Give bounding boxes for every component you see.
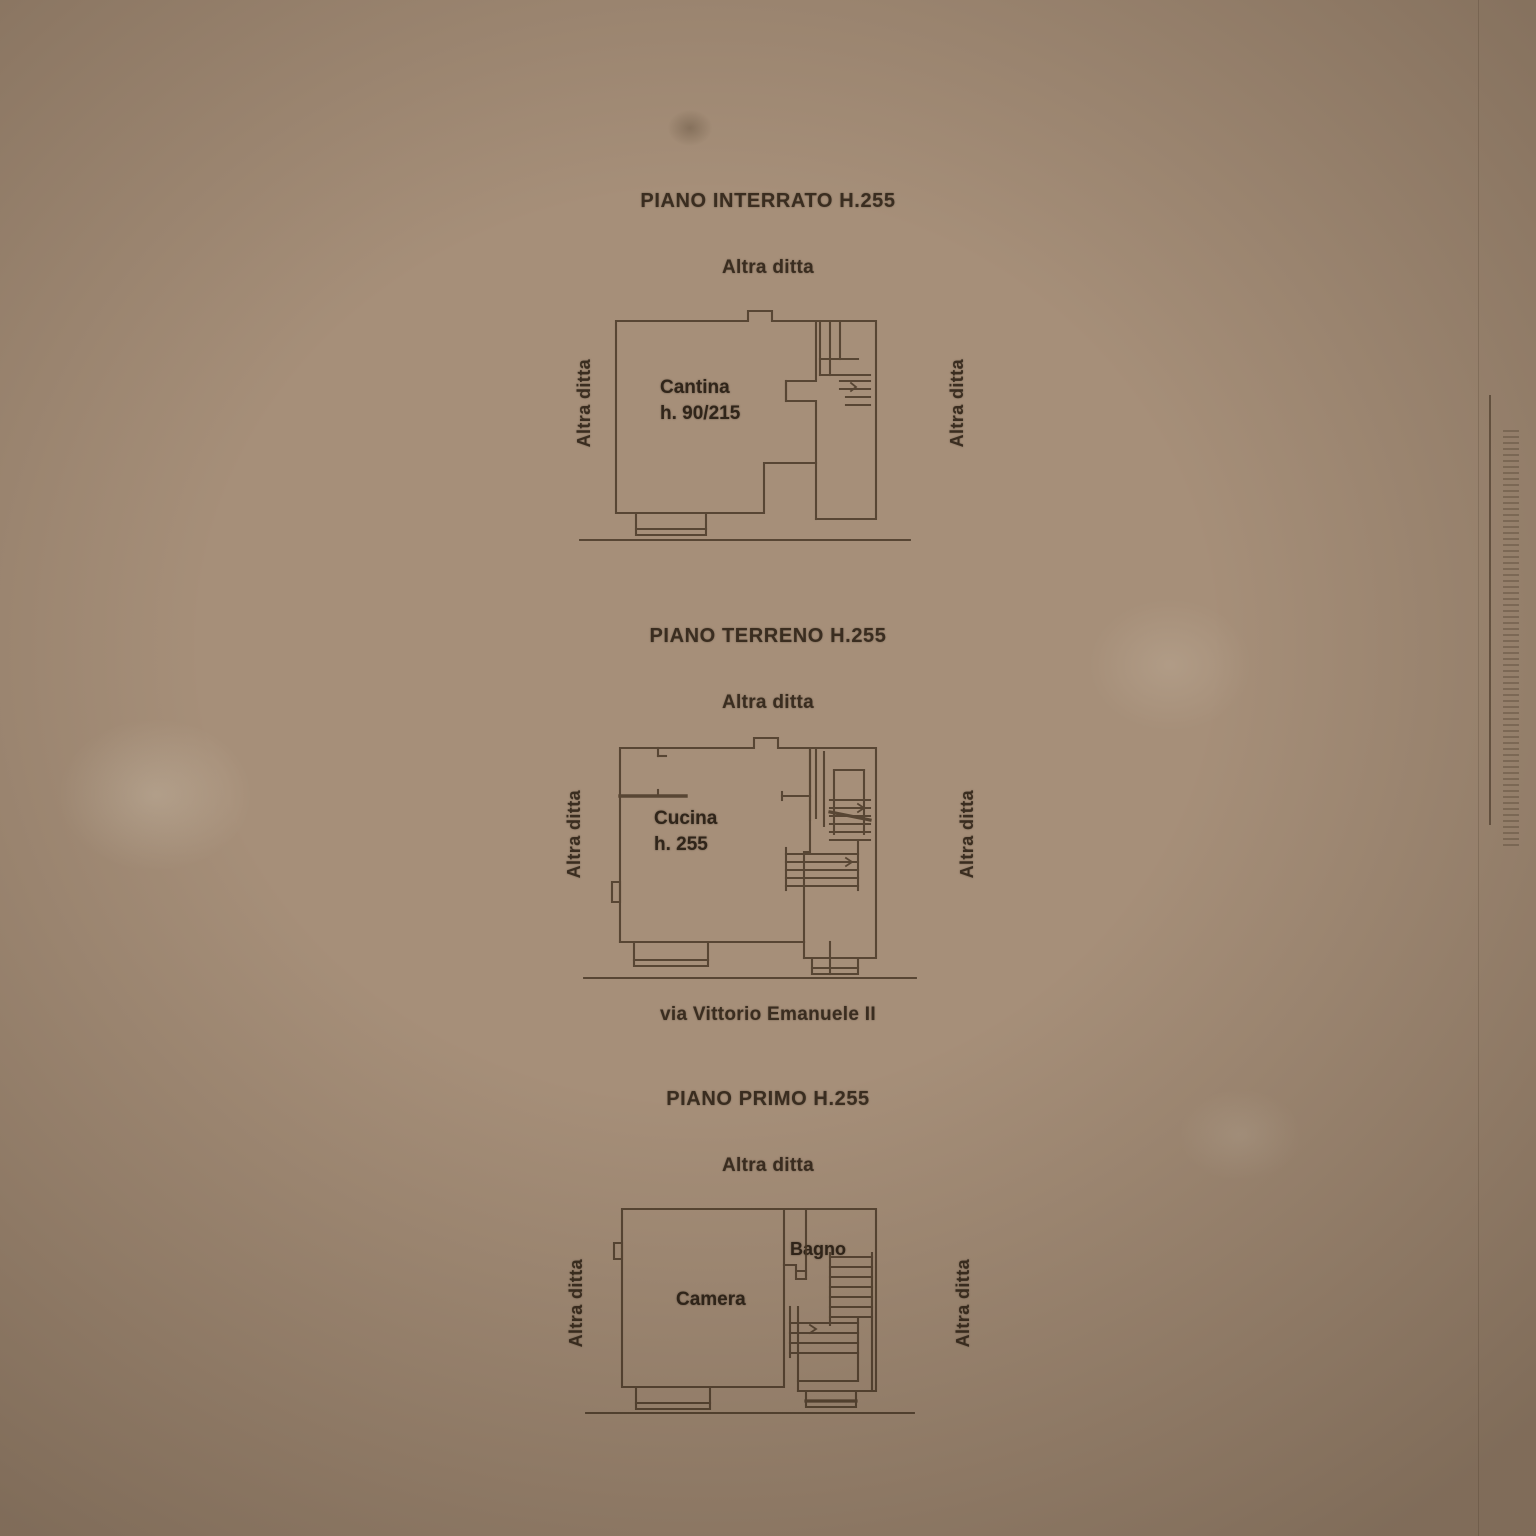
section-title-interrato: PIANO INTERRATO H.255 [640,190,896,212]
street-label: via Vittorio Emanuele II [660,1004,876,1025]
room-label-cantina: Cantina h. 90/215 [660,375,740,426]
room-label-bagno: Bagno [790,1237,846,1261]
section-subtitle-interrato: Altra ditta [722,257,814,278]
floor-plan-primo: Altra ditta Altra ditta Camera Bagno [558,1195,978,1445]
section-subtitle-terreno: Altra ditta [722,692,814,713]
section-subtitle-primo: Altra ditta [722,1155,814,1176]
room-name-camera: Camera [676,1289,746,1310]
section-piano-terreno: PIANO TERRENO H.255 Altra ditta Altra di… [0,625,1536,1026]
sheet-margin-line-outer [1478,0,1479,1536]
floor-plan-interrato: Altra ditta Altra ditta Cantina h. 90/21… [558,297,978,547]
room-name-cantina: Cantina [660,377,730,398]
plan-drawing-interrato [579,309,911,541]
plan-drawing-terreno [583,736,917,979]
room-name-bagno: Bagno [790,1239,846,1259]
section-piano-primo: PIANO PRIMO H.255 Altra ditta Altra ditt… [0,1088,1536,1445]
room-name-cucina: Cucina [654,808,718,829]
room-height-cucina: h. 255 [654,833,708,855]
room-label-camera: Camera [676,1287,746,1313]
section-piano-interrato: PIANO INTERRATO H.255 Altra ditta Altra … [0,190,1536,547]
section-title-primo: PIANO PRIMO H.255 [666,1088,870,1110]
section-title-terreno: PIANO TERRENO H.255 [649,625,887,647]
floor-plan-terreno: Altra ditta Altra ditta Cucina h. 255 [558,730,978,990]
room-label-cucina: Cucina h. 255 [654,806,717,857]
plan-drawing-primo [585,1207,915,1414]
sheet-margin-line [1489,395,1491,825]
room-height-cantina: h. 90/215 [660,402,741,424]
